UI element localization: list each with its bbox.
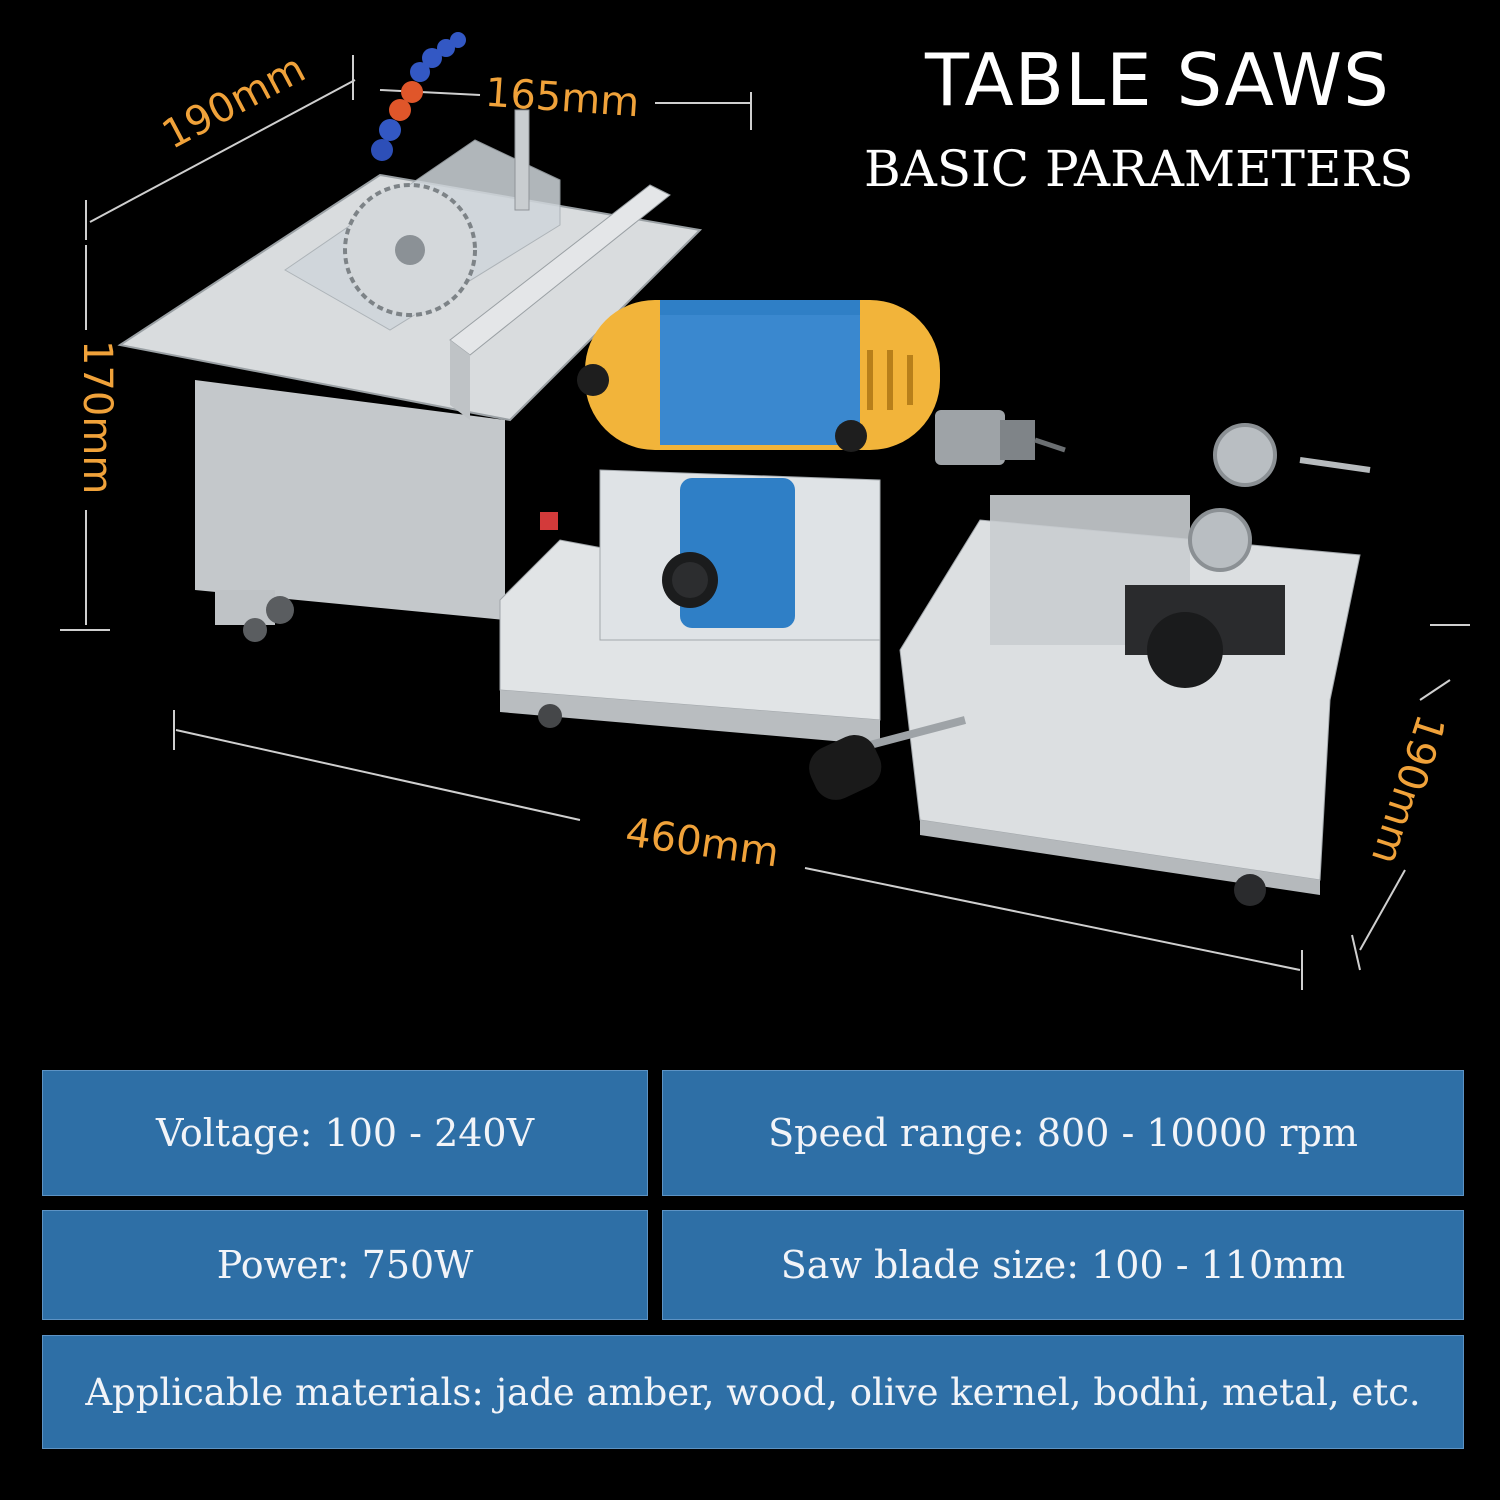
title-sub: BASIC PARAMETERS bbox=[864, 140, 1414, 198]
spec-speed-range: Speed range: 800 - 10000 rpm bbox=[662, 1070, 1464, 1196]
spec-materials: Applicable materials: jade amber, wood, … bbox=[42, 1335, 1464, 1449]
dimension-lines bbox=[60, 55, 1470, 990]
dimension-height: 170mm bbox=[74, 340, 120, 495]
spec-voltage: Voltage: 100 - 240V bbox=[42, 1070, 648, 1196]
saw-table bbox=[117, 109, 703, 642]
title-main: TABLE SAWS bbox=[925, 38, 1390, 122]
motor bbox=[577, 300, 1066, 641]
table-saw-illustration bbox=[60, 32, 1470, 990]
coolant-hose bbox=[371, 32, 466, 161]
spec-power: Power: 750W bbox=[42, 1210, 648, 1320]
spec-blade-size: Saw blade size: 100 - 110mm bbox=[662, 1210, 1464, 1320]
drill-carriage bbox=[809, 423, 1371, 906]
